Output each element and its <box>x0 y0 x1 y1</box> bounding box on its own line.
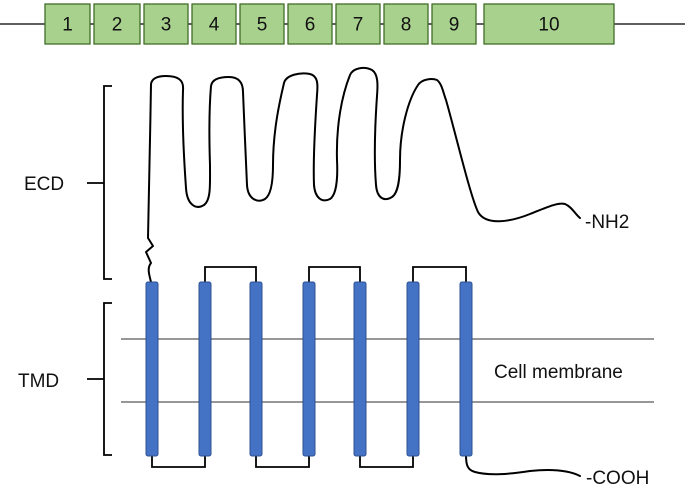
tm-helix-2 <box>198 281 212 457</box>
exon-2: 2 <box>93 3 141 45</box>
tm-helix-5 <box>353 281 367 457</box>
exon-label: 5 <box>257 15 268 36</box>
exon-5: 5 <box>239 3 285 45</box>
ecd-chain <box>145 66 581 283</box>
tm-helix-6 <box>406 281 420 457</box>
tm-helix-3 <box>249 281 263 457</box>
exon-label: 10 <box>538 15 559 36</box>
exon-3: 3 <box>143 3 189 45</box>
exon-7: 7 <box>335 3 381 45</box>
exon-box <box>191 3 237 45</box>
ecd-label: ECD <box>24 174 64 195</box>
exon-box <box>239 3 285 45</box>
exon-8: 8 <box>383 3 429 45</box>
ecd-bracket <box>87 85 112 280</box>
exon-label: 9 <box>449 15 460 36</box>
membrane-label: Cell membrane <box>494 362 623 383</box>
exon-label: 4 <box>209 15 220 36</box>
exon-box <box>431 3 477 45</box>
exon-label: 2 <box>112 15 123 36</box>
exon-box <box>335 3 381 45</box>
n-terminus-label: -NH2 <box>585 212 629 233</box>
c-terminus-label: -COOH <box>586 468 649 489</box>
exon-1: 1 <box>44 3 91 45</box>
transmembrane-helices <box>145 281 473 457</box>
exon-box <box>93 3 141 45</box>
tm-helix-7 <box>459 281 473 457</box>
exon-boxes: 1 2 3 4 5 6 7 8 9 10 <box>44 3 615 45</box>
exon-box <box>483 3 615 45</box>
exon-track: 1 2 3 4 5 6 7 8 9 10 <box>0 3 685 45</box>
exon-label: 6 <box>305 15 316 36</box>
exon-label: 3 <box>161 15 172 36</box>
c-terminal-tail <box>465 454 581 477</box>
tmd-bracket <box>87 302 112 456</box>
exon-box <box>44 3 91 45</box>
exon-4: 4 <box>191 3 237 45</box>
exon-6: 6 <box>287 3 333 45</box>
exon-label: 7 <box>353 15 364 36</box>
intracellular-loops <box>151 455 414 468</box>
tm-helix-4 <box>302 281 316 457</box>
extracellular-loops <box>204 266 467 284</box>
tm-helix-1 <box>145 281 159 457</box>
exon-label: 8 <box>401 15 412 36</box>
exon-label: 1 <box>62 15 73 36</box>
exon-box <box>143 3 189 45</box>
exon-9: 9 <box>431 3 477 45</box>
exon-box <box>383 3 429 45</box>
tmd-label: TMD <box>18 371 59 392</box>
exon-box <box>287 3 333 45</box>
exon-10: 10 <box>483 3 615 45</box>
